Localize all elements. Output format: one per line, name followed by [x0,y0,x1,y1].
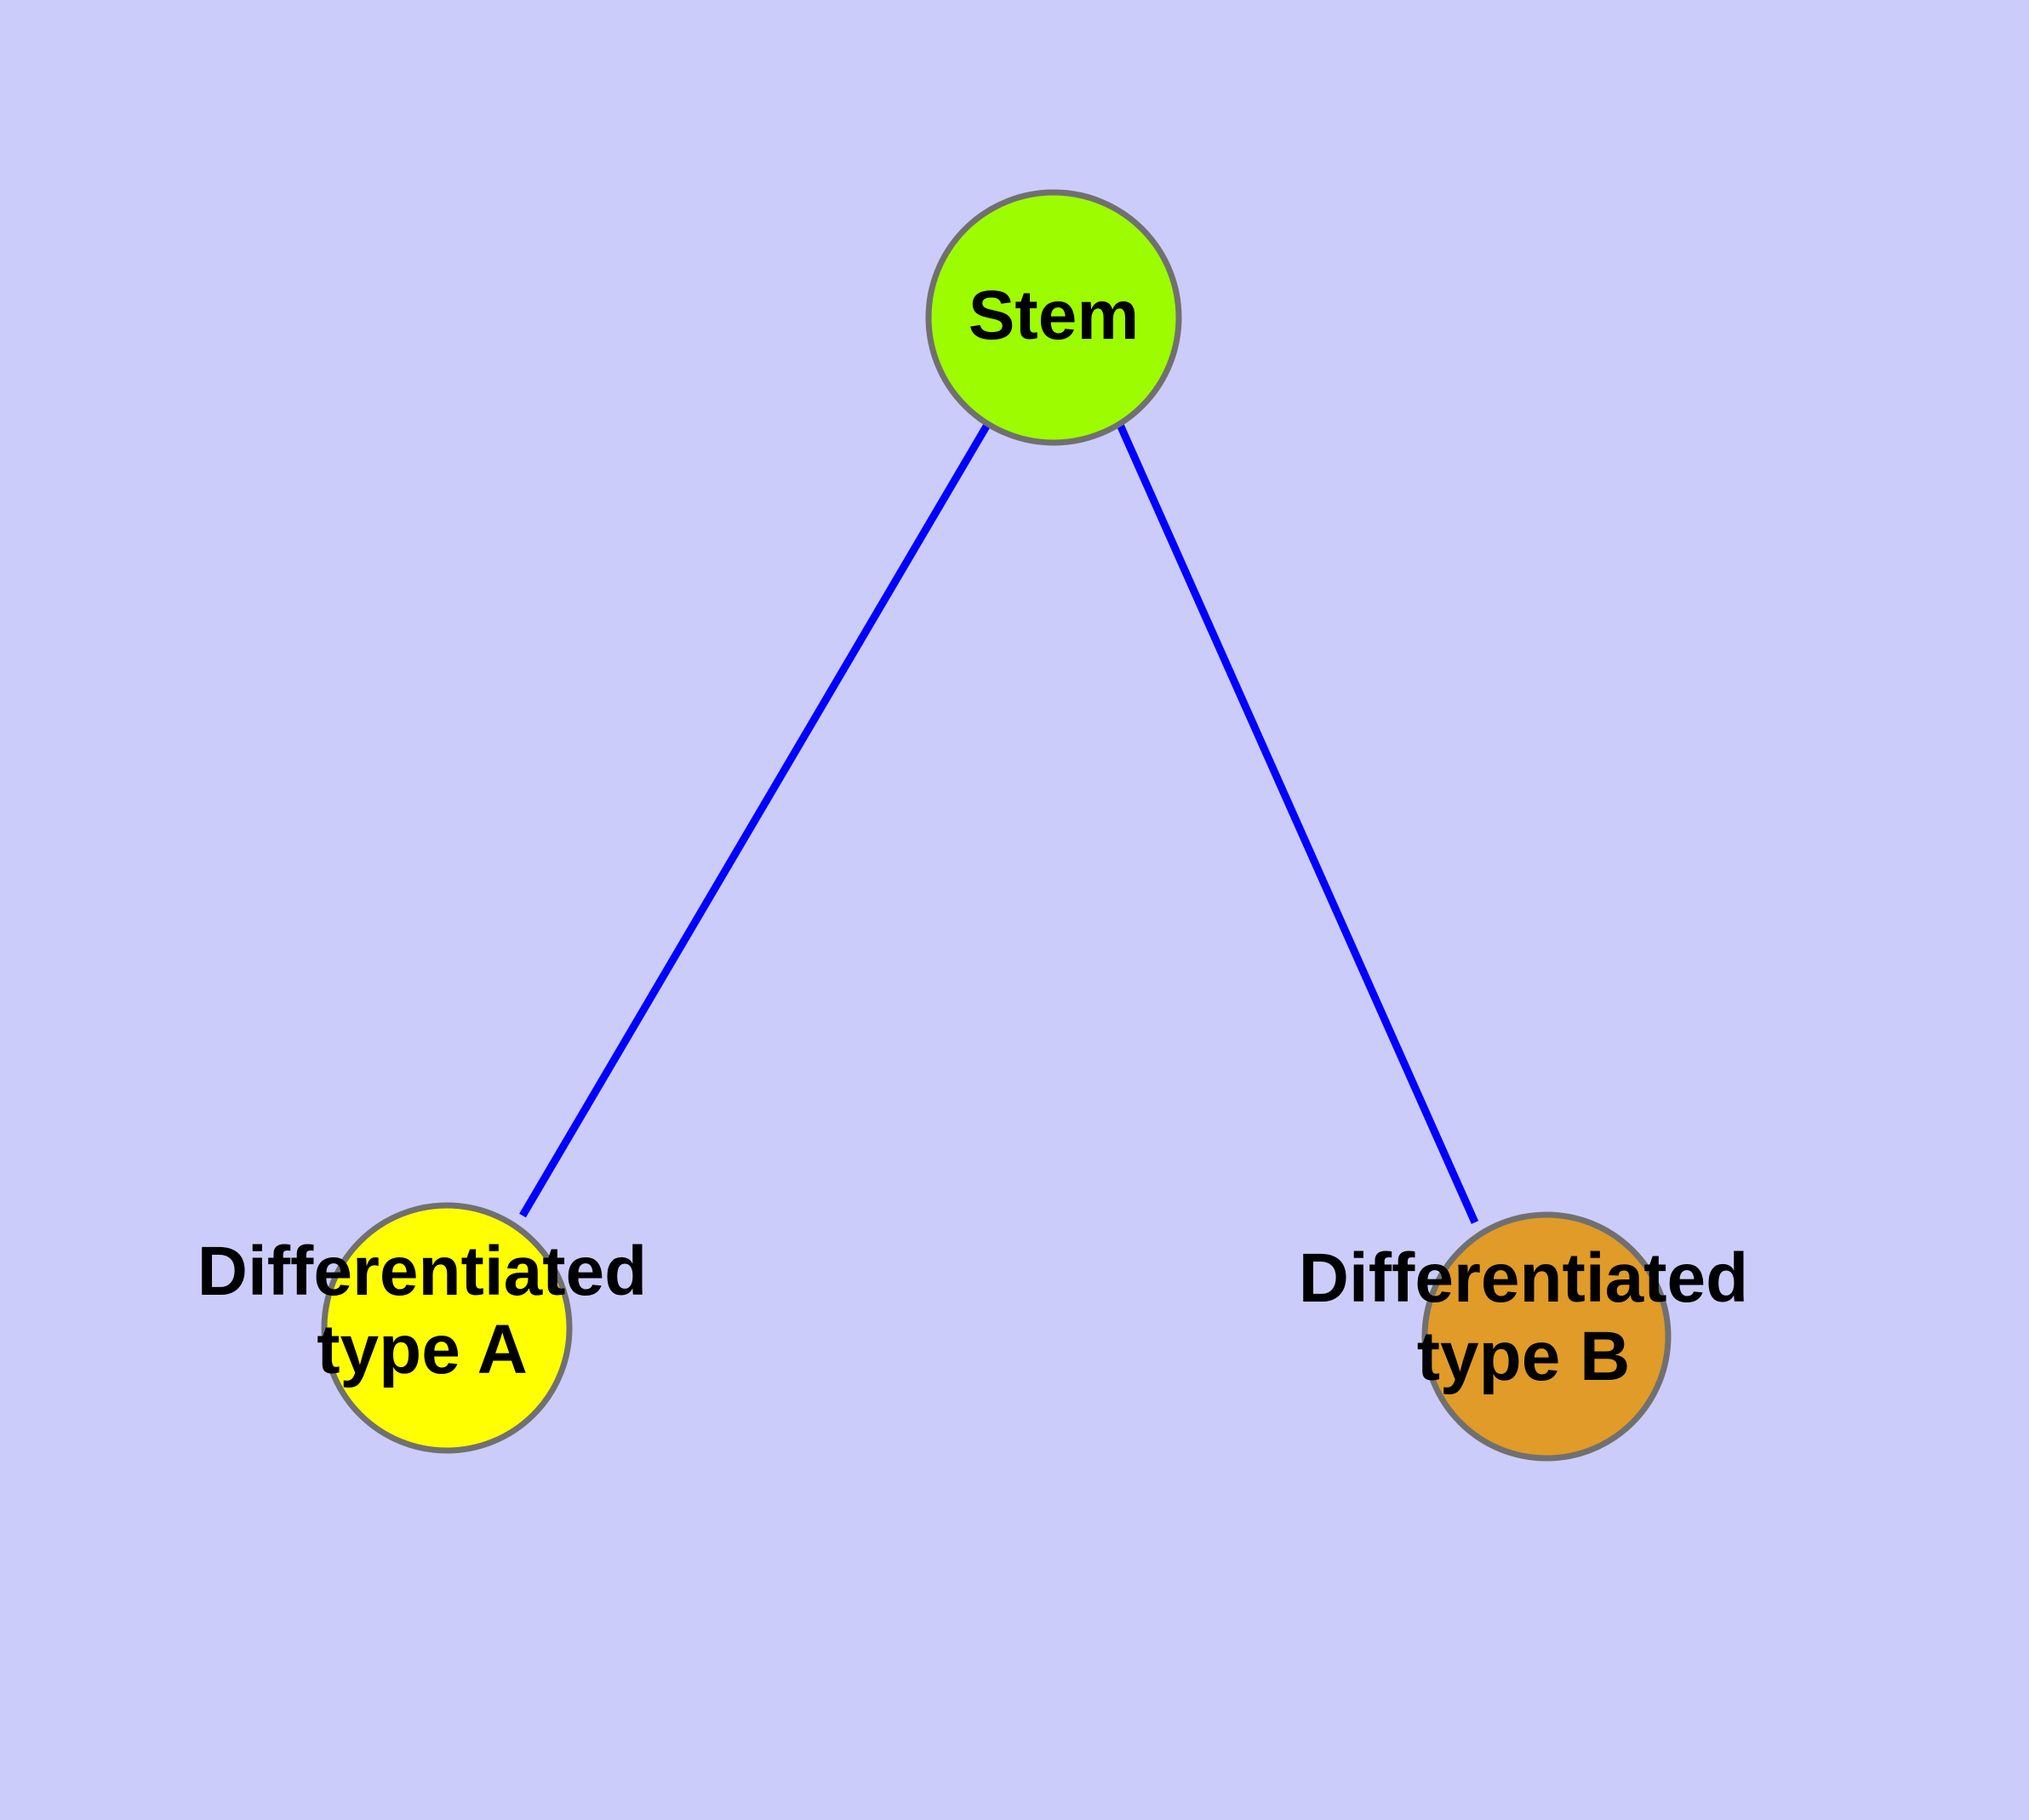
node-differentiated-type-b[interactable] [1421,1211,1672,1462]
nodes-group [321,189,1672,1462]
node-label-line: Differentiated [197,1233,648,1310]
node-label-line: Differentiated [1299,1239,1749,1317]
node-differentiated-type-a[interactable] [321,1202,573,1454]
node-label-line: Stem [969,277,1140,354]
node-differentiated-type-a-circle[interactable] [321,1202,573,1454]
node-stem-circle[interactable] [925,189,1182,446]
node-label-line: type A [317,1311,528,1388]
edges-group [519,422,1479,1224]
edge-stem-to-differentiated-b[interactable] [1116,423,1479,1224]
node-stem-label: Stem [969,277,1140,354]
node-stem[interactable] [925,189,1182,446]
node-label-line: type B [1417,1318,1631,1395]
edge-stem-to-differentiated-a[interactable] [519,422,991,1218]
node-differentiated-type-b-circle[interactable] [1421,1211,1672,1462]
